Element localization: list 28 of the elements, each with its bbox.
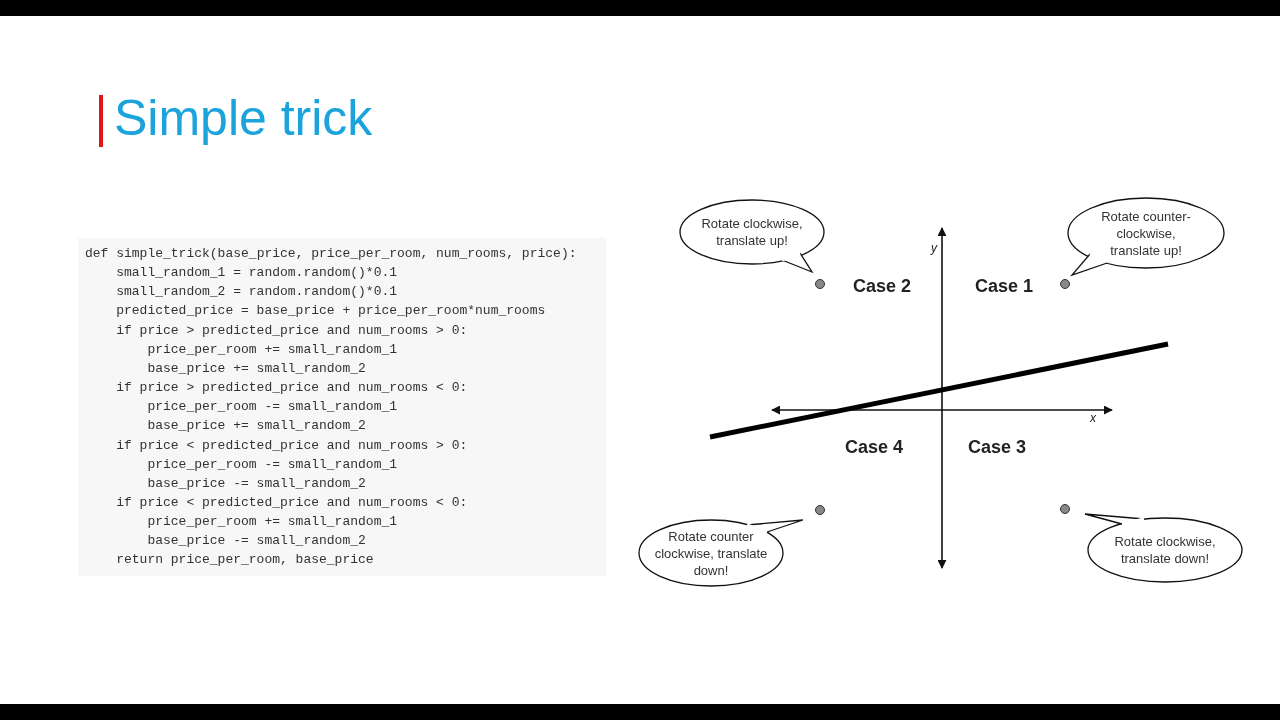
quadrant-label: Case 2 — [853, 276, 912, 297]
code-line: if price < predicted_price and num_rooms > 0: — [116, 437, 468, 454]
quadrant-label: Case 3 — [968, 437, 1027, 458]
axis-label: x — [1090, 411, 1096, 425]
code-line: price_per_room -= small_random_1 — [147, 456, 398, 473]
code-line: def simple_trick(base_price, price_per_room, num_rooms, price): — [85, 246, 577, 262]
code-line: base_price += small_random_2 — [147, 360, 366, 377]
quadrant-label: Case 4 — [845, 437, 904, 458]
slide-title: Simple trick — [114, 89, 373, 148]
code-line: price_per_room += small_random_1 — [147, 514, 398, 531]
code-line: predicted_price = base_price + price_per_room*num_rooms — [116, 303, 546, 320]
code-line: if price > predicted_price and num_rooms > 0: — [116, 322, 468, 339]
code-line: small_random_2 = random.random()*0.1 — [116, 284, 398, 301]
code-line: return price_per_room, base_price — [116, 552, 374, 569]
code-line: base_price -= small_random_2 — [147, 475, 366, 492]
bubble-text: Rotate counter clockwise, translate down! — [653, 527, 769, 579]
code-line: if price < predicted_price and num_rooms < 0: — [116, 494, 468, 511]
axis-label: y — [931, 241, 937, 255]
code-line: if price > predicted_price and num_rooms < 0: — [116, 380, 468, 397]
code-line: price_per_room -= small_random_1 — [147, 399, 398, 416]
code-line: price_per_room += small_random_1 — [147, 341, 398, 358]
bubble-text: Rotate counter- clockwise, translate up! — [1100, 207, 1192, 259]
code-line: base_price -= small_random_2 — [147, 533, 366, 550]
code-line: small_random_1 = random.random()*0.1 — [116, 265, 398, 282]
bubble-text: Rotate clockwise, translate up! — [700, 215, 804, 249]
code-line: base_price += small_random_2 — [147, 418, 366, 435]
bubble-text: Rotate clockwise, translate down! — [1113, 533, 1217, 567]
quadrant-label: Case 1 — [975, 276, 1034, 297]
